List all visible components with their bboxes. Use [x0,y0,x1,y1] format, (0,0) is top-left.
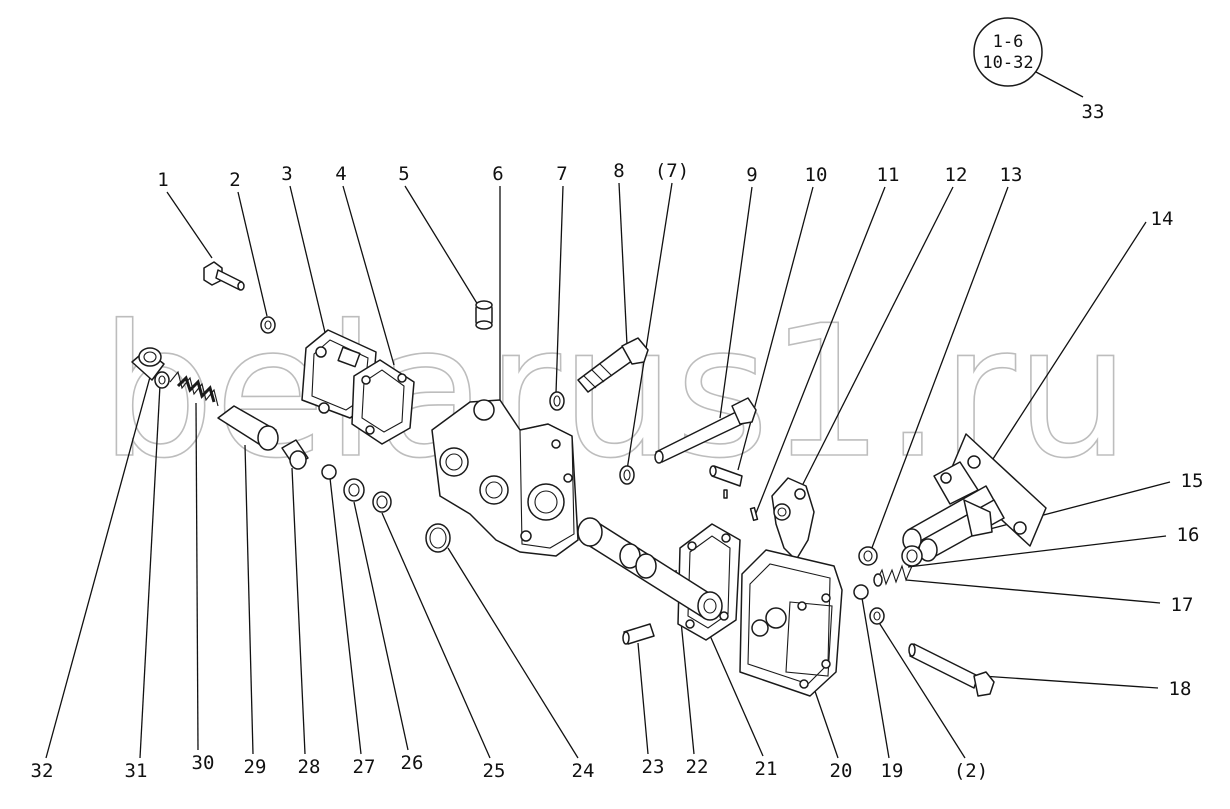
part-5-plug [475,300,493,330]
label-11: 11 [877,164,900,186]
label-26: 26 [401,752,424,774]
label-15: 15 [1181,470,1204,492]
part-29-sleeve [217,405,279,451]
label-10: 10 [805,164,828,186]
label-30: 30 [192,752,215,774]
label-7: 7 [556,163,567,185]
label-28: 28 [298,756,321,778]
part-16-ring [901,545,923,567]
part-27-ball [321,464,337,480]
label-6: 6 [492,163,503,185]
part-24-oring [425,523,451,553]
assembly-range-2: 10-32 [982,53,1033,73]
label-14: 14 [1151,208,1174,230]
label-31: 31 [125,760,148,782]
part-12-lever [771,477,815,561]
label-2-ref: (2) [954,760,988,782]
part-18-pin [908,643,995,697]
right-labels: 15 16 17 18 [1169,470,1204,700]
label-7-ref: (7) [655,160,689,182]
label-25: 25 [483,760,506,782]
part-2-washer [260,316,276,334]
label-17: 17 [1171,594,1194,616]
assembly-reference: 1-6 10-32 33 [973,17,1105,123]
bottom-labels: 32 31 30 29 28 27 26 25 24 23 22 21 20 1… [31,752,989,782]
part-31-ring [154,371,170,389]
label-8: 8 [613,160,624,182]
label-12: 12 [945,164,968,186]
label-19: 19 [881,760,904,782]
label-22: 22 [686,756,709,778]
part-8-bolt [577,337,649,393]
label-5: 5 [398,163,409,185]
label-23: 23 [642,756,665,778]
part-30-spring [169,370,219,407]
label-32: 32 [31,760,54,782]
part-32-cap [131,347,165,381]
assembly-range-1: 1-6 [993,32,1024,52]
label-1: 1 [157,169,168,191]
label-29: 29 [244,756,267,778]
label-9: 9 [746,164,757,186]
part-4-gasket [351,359,415,445]
label-16: 16 [1177,524,1200,546]
part-2b-washer [869,607,885,625]
label-20: 20 [830,760,853,782]
label-27: 27 [353,756,376,778]
label-24: 24 [572,760,595,782]
label-21: 21 [755,758,778,780]
part-25-ring [372,491,392,513]
part-22-spool [577,517,723,621]
part-23-pin [622,623,655,645]
part-13-ring [858,546,878,566]
part-6-housing [431,399,579,557]
part-7b-ring [619,465,635,485]
label-2: 2 [229,169,240,191]
label-13: 13 [1000,164,1023,186]
label-4: 4 [335,163,346,185]
part-9-bolt [654,397,757,464]
part-7-ring [549,391,565,411]
label-33: 33 [1082,101,1105,123]
part-11-pin [723,489,759,522]
top-labels: 1 2 3 4 5 6 7 8 (7) 9 10 11 12 13 14 [157,160,1173,230]
part-19-ball [853,584,869,600]
label-18: 18 [1169,678,1192,700]
part-17-spring [873,564,913,587]
part-10-pin [709,465,743,487]
part-26-bushing [343,478,365,502]
part-20-valve-body [739,549,843,697]
part-1-bolt [203,261,245,291]
part-28-bushing [281,439,309,470]
part-14-plunger-assembly [902,433,1047,562]
label-3: 3 [281,163,292,185]
